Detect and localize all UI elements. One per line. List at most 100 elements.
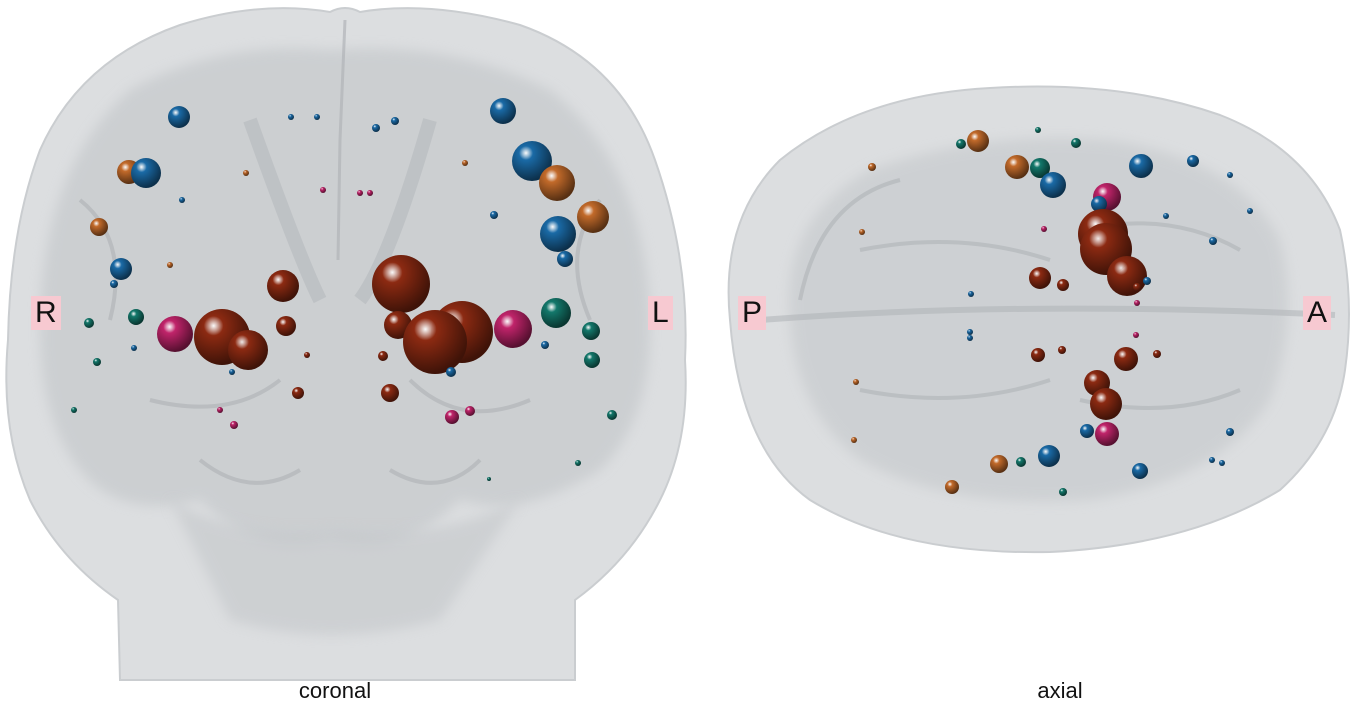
brain-node (859, 229, 865, 235)
brain-node (1227, 172, 1233, 178)
brain-node (1134, 300, 1140, 306)
brain-node (378, 351, 388, 361)
brain-node (1163, 213, 1169, 219)
brain-node (381, 384, 399, 402)
brain-node (462, 160, 468, 166)
brain-node (131, 345, 137, 351)
brain-node (314, 114, 320, 120)
brain-node (267, 270, 299, 302)
coronal-nodes (71, 98, 617, 481)
posterior-orientation-label: P (738, 296, 767, 330)
axial-midline (759, 305, 1336, 323)
brain-node (228, 330, 268, 370)
brain-node (1030, 158, 1050, 178)
brain-node (1129, 154, 1153, 178)
brain-node (445, 410, 459, 424)
brain-node (229, 369, 235, 375)
brain-node (288, 114, 294, 120)
brain-node (230, 421, 238, 429)
sulcus-lines (78, 198, 602, 485)
brain-node (90, 218, 108, 236)
brain-node (168, 106, 190, 128)
brain-node (557, 251, 573, 267)
brain-node (1247, 208, 1253, 214)
brain-node (853, 379, 859, 385)
coronal-view: R L coronal (5, 7, 687, 703)
brain-node (1071, 138, 1081, 148)
brain-node (1143, 277, 1151, 285)
brain-node (539, 165, 575, 201)
brain-node (967, 130, 989, 152)
brain-node (1187, 155, 1199, 167)
brain-node (1038, 445, 1060, 467)
brain-node (110, 280, 118, 288)
brain-node (1133, 332, 1139, 338)
axial-view: P A axial (720, 0, 1352, 703)
brain-node (304, 352, 310, 358)
brain-node (490, 211, 498, 219)
axial-caption: axial (1037, 678, 1083, 703)
brain-node (1057, 279, 1069, 291)
axial-cortex-shade (789, 138, 1288, 502)
brain-node (584, 352, 600, 368)
brain-node (1209, 457, 1215, 463)
right-orientation-label: R (31, 296, 61, 330)
coronal-brain-render (5, 7, 687, 681)
brain-node (403, 310, 467, 374)
brain-node (1080, 424, 1094, 438)
brain-node (577, 201, 609, 233)
brain-node (1016, 457, 1026, 467)
brain-node (490, 98, 516, 124)
brain-node (1153, 350, 1161, 358)
brain-node (990, 455, 1008, 473)
axial-gyri (798, 178, 1241, 410)
brain-node (1114, 347, 1138, 371)
brain-node (357, 190, 363, 196)
axial-nodes (851, 127, 1253, 496)
brain-node (1031, 348, 1045, 362)
brain-node (93, 358, 101, 366)
brain-node (956, 139, 966, 149)
brain-node (243, 170, 249, 176)
axial-brain-render (727, 85, 1350, 554)
brain-node (84, 318, 94, 328)
brain-node (276, 316, 296, 336)
brain-node (1058, 346, 1066, 354)
brain-node (851, 437, 857, 443)
brain-node (1133, 283, 1141, 291)
brain-node (110, 258, 132, 280)
brain-node (167, 262, 173, 268)
brain-node (131, 158, 161, 188)
brain-node (540, 216, 576, 252)
brain-node (372, 255, 430, 313)
ventricles (243, 117, 437, 305)
brain-node (512, 141, 552, 181)
brain-node (1091, 196, 1107, 212)
brain-node (487, 477, 491, 481)
brain-node (292, 387, 304, 399)
brain-node (391, 117, 399, 125)
brain-node (217, 407, 223, 413)
lower-shade (170, 500, 520, 635)
coronal-caption: coronal (298, 678, 372, 703)
brain-node (1029, 267, 1051, 289)
brain-node (967, 335, 973, 341)
brain-node (128, 309, 144, 325)
brain-node (446, 367, 456, 377)
brain-node (1219, 460, 1225, 466)
brain-node (1041, 226, 1047, 232)
brain-node (868, 163, 876, 171)
brain-node (320, 187, 326, 193)
brain-node (372, 124, 380, 132)
brain-node (1209, 237, 1217, 245)
brain-node (1040, 172, 1066, 198)
brain-node (1107, 256, 1147, 296)
brain-node (1095, 422, 1119, 446)
brain-node (157, 316, 193, 352)
brain-node (1090, 388, 1122, 420)
brain-node (967, 329, 973, 335)
midline-fissure (336, 19, 347, 261)
brain-node (575, 460, 581, 466)
brain-node (541, 298, 571, 328)
brain-node (1226, 428, 1234, 436)
